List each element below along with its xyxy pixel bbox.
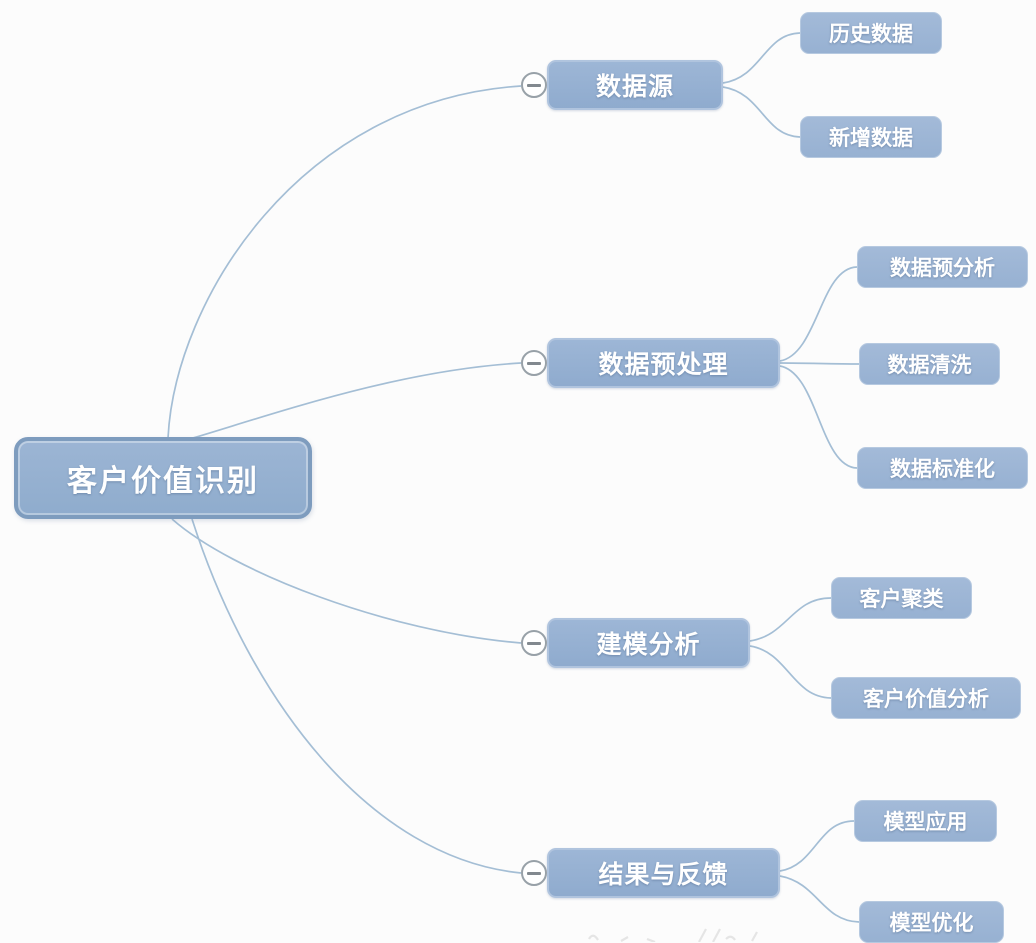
node-model-application[interactable]: 模型应用	[854, 800, 997, 842]
edge-data-preprocessing-to-data-cleaning	[779, 362, 860, 365]
collapse-toggle-results-feedback[interactable]	[521, 860, 547, 886]
edge-results-feedback-to-model-application	[779, 820, 855, 872]
edge-data-source-to-new-data	[722, 86, 801, 138]
collapse-toggle-data-source[interactable]	[521, 72, 547, 98]
edge-root-to-modeling-analysis	[171, 518, 522, 644]
edge-modeling-analysis-to-customer-clustering	[749, 597, 832, 642]
node-customer-value-analysis[interactable]: 客户价值分析	[831, 677, 1021, 719]
node-data-source[interactable]: 数据源	[547, 60, 723, 110]
edge-data-preprocessing-to-data-standardization	[779, 365, 858, 469]
node-data-cleaning[interactable]: 数据清洗	[859, 343, 1000, 385]
collapse-toggle-data-preprocessing[interactable]	[521, 350, 547, 376]
edge-modeling-analysis-to-customer-value-analysis	[749, 645, 832, 699]
minus-icon	[527, 83, 541, 87]
node-data-preprocessing[interactable]: 数据预处理	[547, 338, 780, 388]
node-results-feedback[interactable]: 结果与反馈	[547, 848, 780, 898]
minus-icon	[527, 871, 541, 875]
node-new-data[interactable]: 新增数据	[800, 116, 942, 158]
node-customer-value-identification[interactable]: 客户价值识别	[14, 437, 312, 519]
node-customer-clustering[interactable]: 客户聚类	[831, 577, 972, 619]
minus-icon	[527, 361, 541, 365]
edge-results-feedback-to-model-optimization	[779, 875, 860, 923]
node-data-preanalysis[interactable]: 数据预分析	[857, 246, 1028, 288]
edge-root-to-data-preprocessing	[192, 362, 522, 439]
node-data-standardization[interactable]: 数据标准化	[857, 447, 1028, 489]
watermark-fragment	[588, 928, 758, 942]
node-historical-data[interactable]: 历史数据	[800, 12, 942, 54]
node-modeling-analysis[interactable]: 建模分析	[547, 618, 750, 668]
collapse-toggle-modeling-analysis[interactable]	[521, 630, 547, 656]
edge-root-to-results-feedback	[191, 518, 522, 874]
edge-root-to-data-source	[167, 85, 522, 439]
minus-icon	[527, 641, 541, 645]
edge-data-source-to-historical-data	[722, 32, 801, 84]
node-model-optimization[interactable]: 模型优化	[859, 901, 1004, 943]
edge-data-preprocessing-to-data-preanalysis	[779, 266, 858, 362]
